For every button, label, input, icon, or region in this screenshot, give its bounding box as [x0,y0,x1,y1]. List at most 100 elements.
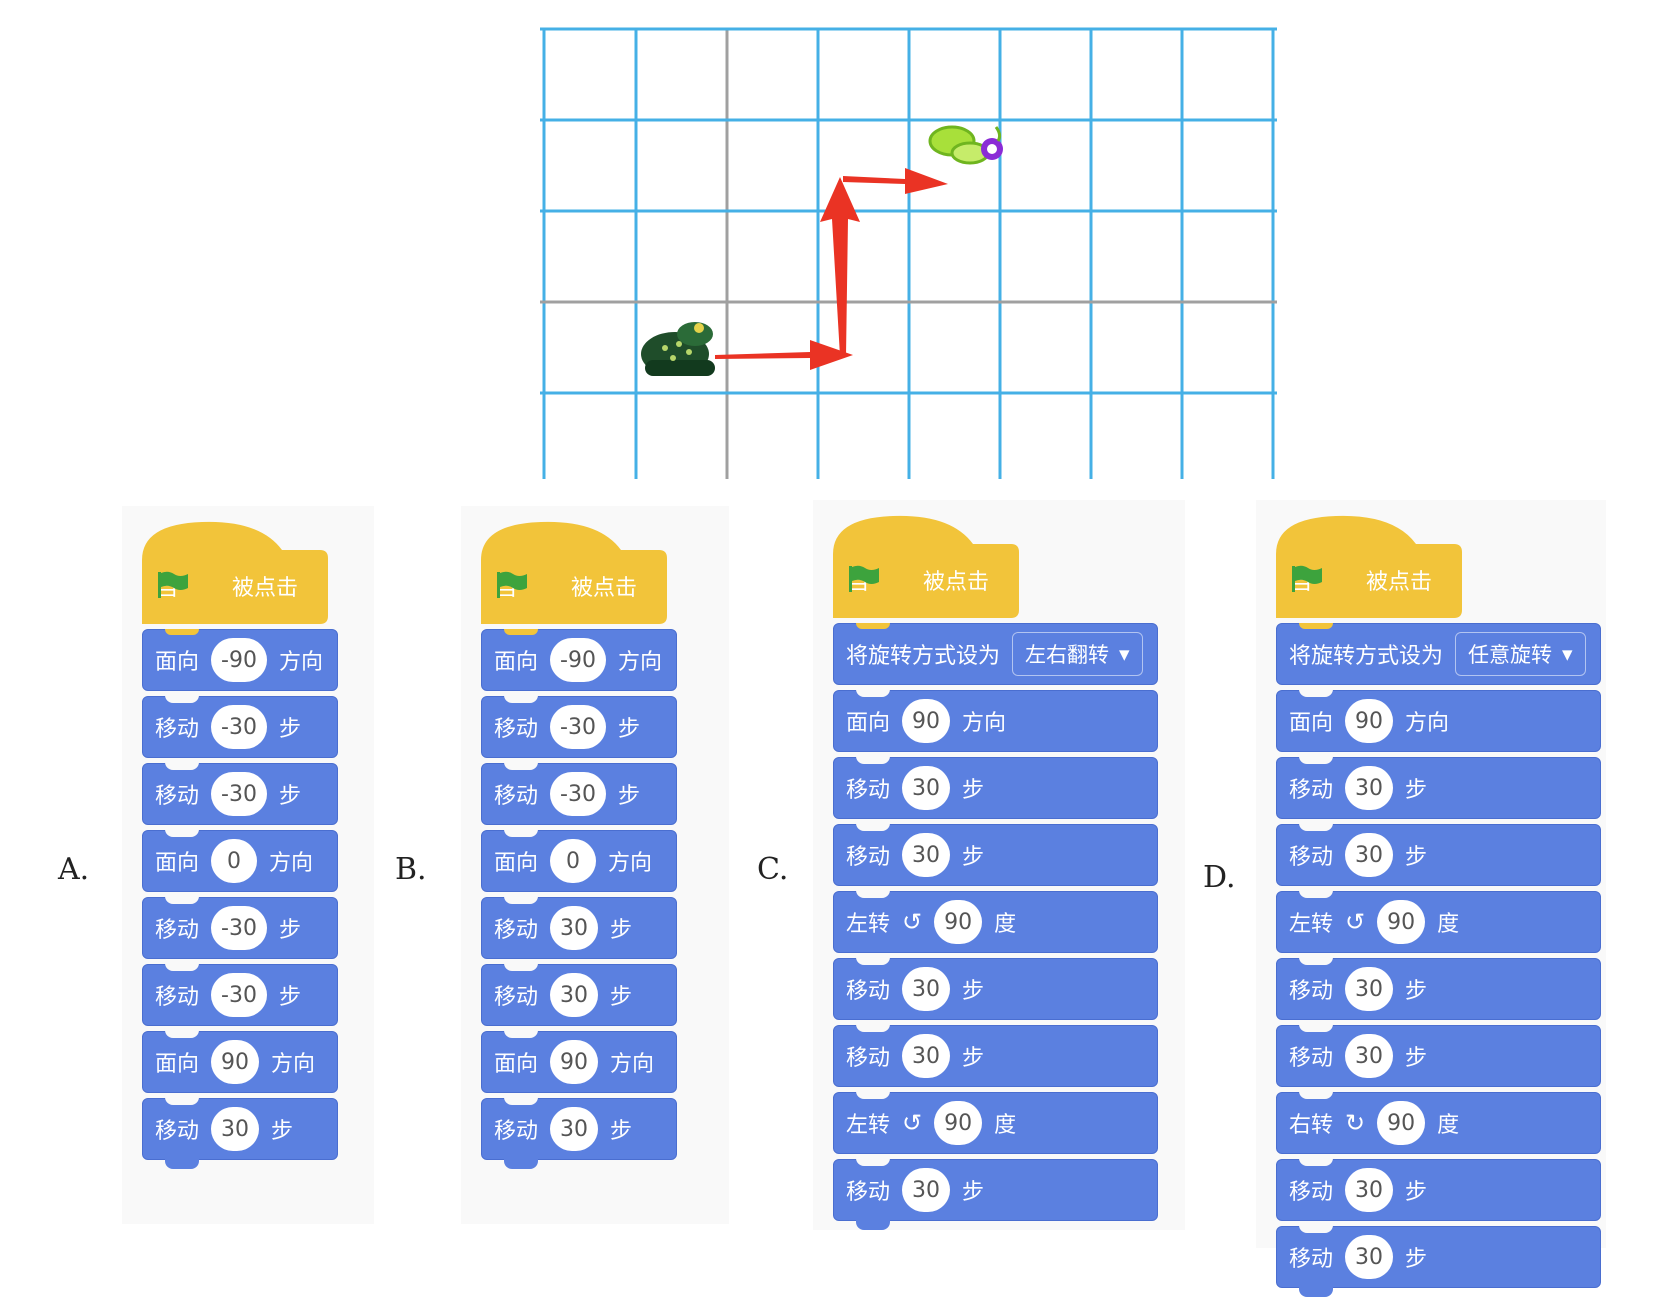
number-input[interactable]: 30 [211,1107,260,1151]
number-input[interactable]: -90 [550,638,606,682]
block-label: 移动 [155,918,200,943]
when-flag-clicked-hat[interactable]: 当被点击 [1276,514,1462,618]
block-unit-label: 度 [1437,1113,1460,1138]
when-flag-clicked-hat[interactable]: 当被点击 [481,520,667,624]
block-unit-label: 方向 [271,1052,316,1077]
rotation-style-dropdown[interactable]: 左右翻转▾ [1012,632,1143,676]
block-unit-label: 步 [1405,1180,1428,1205]
set-rotation-style-block[interactable]: 将旋转方式设为左右翻转▾ [833,623,1158,685]
number-input[interactable]: 30 [550,906,599,950]
block-unit-label: 度 [994,1113,1017,1138]
number-input[interactable]: 30 [1345,1235,1394,1279]
number-input[interactable]: 30 [902,1034,951,1078]
rotation-style-dropdown[interactable]: 任意旋转▾ [1455,632,1586,676]
block-unit-label: 方向 [617,650,662,675]
block-label: 面向 [1289,711,1334,736]
block-unit-label: 步 [278,985,301,1010]
number-input[interactable]: 90 [211,1040,260,1084]
option-letter-a: A. [58,852,90,887]
block-label: 移动 [1289,845,1334,870]
green-flag-icon [1292,565,1356,595]
move-steps-block[interactable]: 移动 30 步 [481,963,677,1026]
green-flag-icon [158,571,222,601]
number-input[interactable]: 90 [934,1101,983,1145]
number-input[interactable]: -30 [211,772,267,816]
number-input[interactable]: 90 [1345,699,1394,743]
set-rotation-style-block[interactable]: 将旋转方式设为任意旋转▾ [1276,623,1601,685]
number-input[interactable]: -30 [211,906,267,950]
number-input[interactable]: 30 [1345,766,1394,810]
block-unit-label: 步 [610,985,633,1010]
number-input[interactable]: 30 [1345,833,1394,877]
rotate-right-icon: ↻ [1345,1109,1366,1137]
number-input[interactable]: -30 [550,705,606,749]
number-input[interactable]: 30 [902,1168,951,1212]
number-input[interactable]: -30 [211,705,267,749]
block-unit-label: 步 [962,778,985,803]
number-input[interactable]: 90 [550,1040,599,1084]
block-label: 将旋转方式设为 [1289,644,1444,669]
number-input[interactable]: -90 [211,638,267,682]
block-label: 移动 [494,985,539,1010]
number-input[interactable]: 30 [902,833,951,877]
rotate-left-icon: ↺ [902,1109,923,1137]
number-input[interactable]: 30 [550,973,599,1017]
when-flag-clicked-hat[interactable]: 当被点击 [142,520,328,624]
green-flag-icon [849,565,913,595]
number-input[interactable]: 30 [902,967,951,1011]
number-input[interactable]: 90 [1377,900,1426,944]
hat-label-row: 当被点击 [495,570,637,602]
number-input[interactable]: 30 [1345,1168,1394,1212]
hat-label-clicked: 被点击 [571,576,638,601]
number-input[interactable]: 90 [1377,1101,1426,1145]
block-label: 移动 [494,918,539,943]
dropdown-value: 任意旋转 [1468,643,1553,667]
number-input[interactable]: -30 [550,772,606,816]
number-input[interactable]: 30 [550,1107,599,1151]
number-input[interactable]: 30 [1345,1034,1394,1078]
number-input[interactable]: 90 [902,699,951,743]
number-input[interactable]: 90 [934,900,983,944]
block-label: 移动 [155,1119,200,1144]
number-input[interactable]: -30 [211,973,267,1017]
number-input[interactable]: 30 [1345,967,1394,1011]
red-path-arrows [715,168,948,370]
number-input[interactable]: 0 [211,839,258,883]
number-input[interactable]: 30 [902,766,951,810]
number-input[interactable]: 0 [550,839,597,883]
when-flag-clicked-hat[interactable]: 当被点击 [833,514,1019,618]
block-label: 面向 [494,1052,539,1077]
